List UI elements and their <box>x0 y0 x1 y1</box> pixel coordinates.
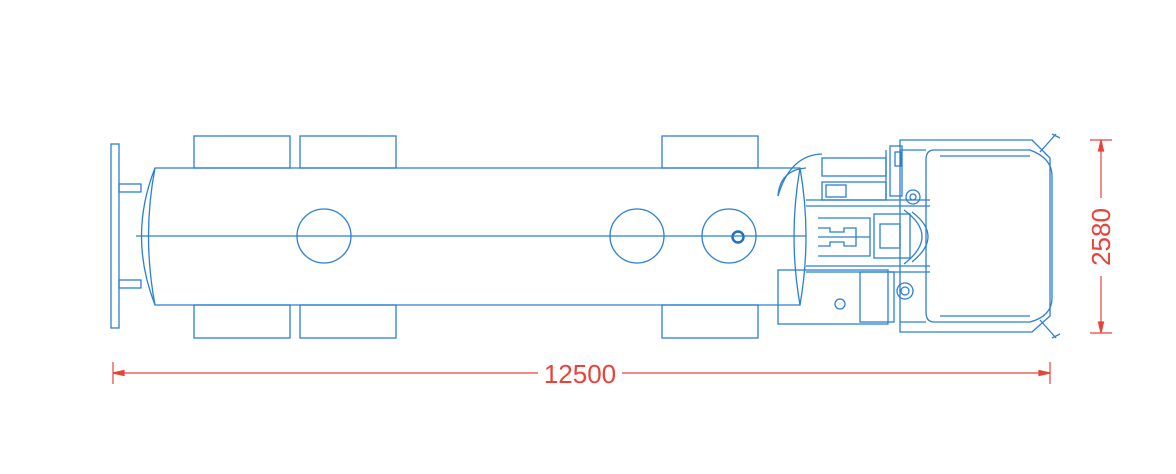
cab <box>899 139 1053 333</box>
wheel-rear-right-1 <box>193 304 291 339</box>
width-arrow-bottom <box>1097 321 1105 334</box>
filler-cap <box>731 230 745 244</box>
tank-body <box>136 167 807 306</box>
wheel-rear-left-1 <box>193 135 291 169</box>
width-arrow-top <box>1097 139 1105 152</box>
rear-bumper <box>110 143 142 329</box>
wheel-mid-left <box>661 135 759 169</box>
length-dimension <box>112 362 1051 384</box>
manhole-3 <box>701 208 757 264</box>
wheel-mid-right <box>661 304 759 339</box>
mirror-right <box>1039 319 1057 339</box>
width-dimension <box>1090 139 1112 334</box>
truck-outline <box>110 133 1061 339</box>
length-arrow-left <box>112 369 125 377</box>
mirror-left <box>1039 133 1057 153</box>
rear-wheels <box>193 135 397 339</box>
length-arrow-right <box>1038 369 1051 377</box>
side-mirrors <box>1039 133 1061 339</box>
overall-width-label: 2580 <box>1086 208 1116 266</box>
wheel-rear-left-2 <box>299 135 397 169</box>
manhole-1 <box>296 208 352 264</box>
overall-length-label: 12500 <box>544 359 616 389</box>
manhole-2 <box>609 208 665 264</box>
chassis-frame <box>777 145 930 325</box>
chassis-bolt <box>834 298 846 310</box>
tank-manholes <box>296 208 757 264</box>
dimension-annotations <box>112 139 1112 384</box>
wheel-rear-right-2 <box>299 304 397 339</box>
